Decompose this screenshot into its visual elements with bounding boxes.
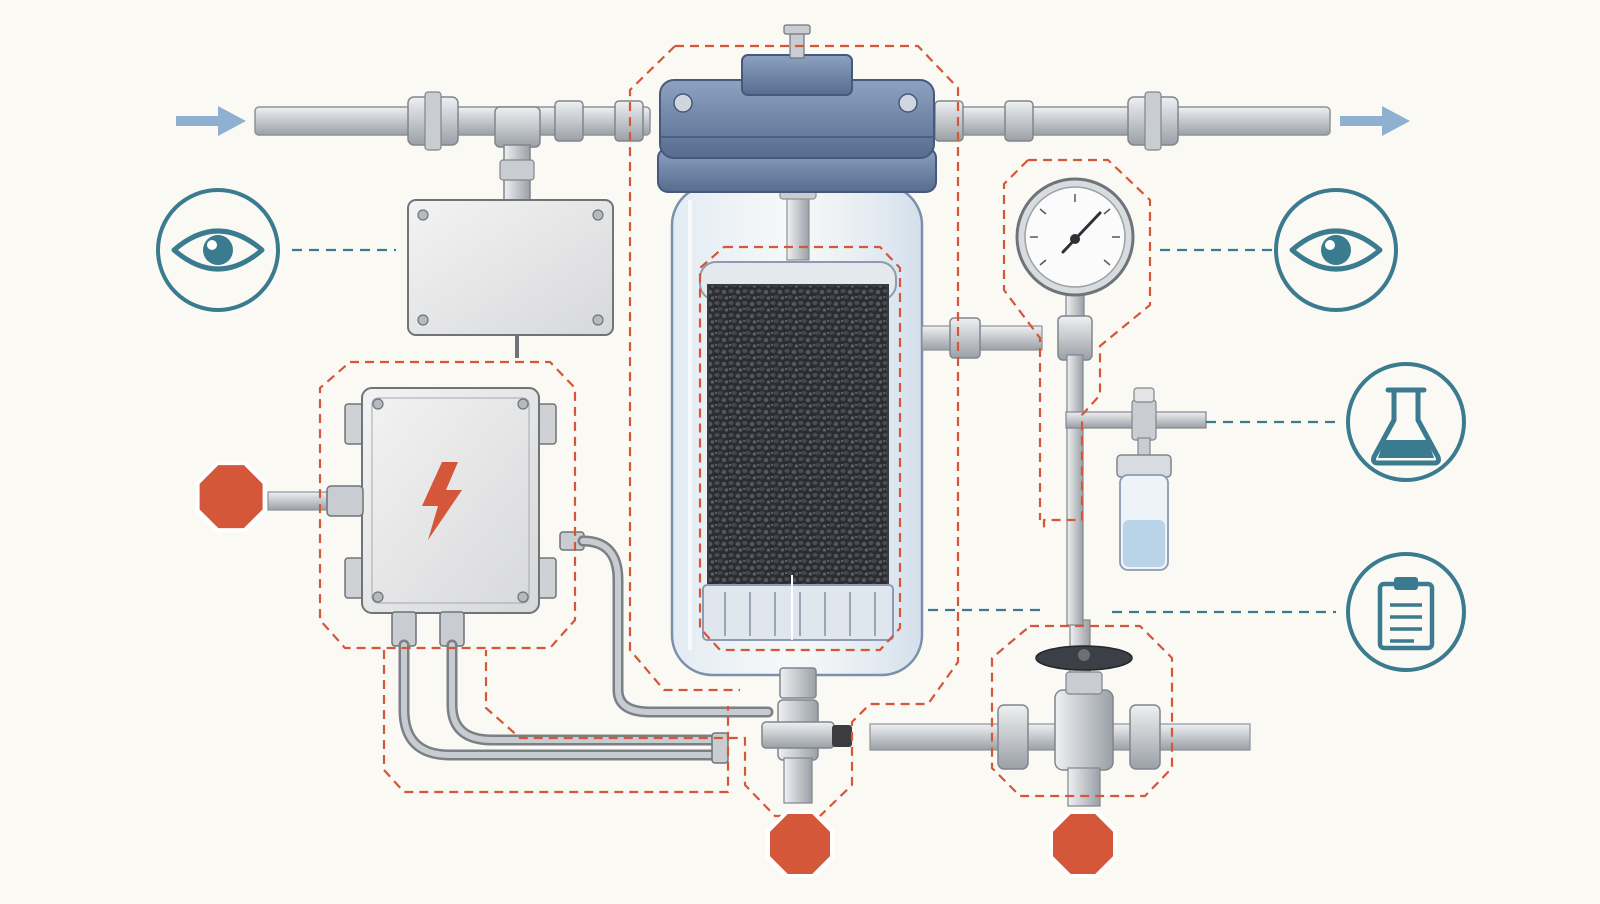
valve-boundary [990,624,1174,798]
hazard-drain [766,810,834,878]
lightning-bolt-icon [422,462,462,540]
sensor-box [407,199,614,358]
visual-inspection-right [1274,188,1398,312]
inlet-arrow [176,106,246,136]
cable-gland [326,485,364,517]
flask-icon [1371,387,1441,466]
outlet-arrow [1340,106,1410,136]
stop-octagon-icon [1049,810,1117,878]
inlet-coupling [554,100,584,142]
pressure-gauge [1015,177,1135,626]
housing-boundary [484,44,960,818]
eye-icon [171,228,265,272]
clipboard-icon [1377,577,1435,651]
main-pipeline [254,91,1331,206]
hazard-electrical [195,460,267,533]
electrical-enclosure [267,387,585,647]
filter-housing [657,24,1043,699]
stop-octagon-icon [195,460,267,533]
enclosure-boundary [318,360,577,650]
cartridge-boundary [698,245,902,652]
isolation-valve [869,619,1251,807]
sensor-tee-fitting [494,106,541,148]
carbon-media-icon [707,284,889,591]
visual-inspection-left [156,188,280,312]
drain-valve [761,699,852,804]
eye-icon [1289,228,1383,272]
flexible-conduits [398,535,774,764]
sample-vial-icon [1116,454,1172,571]
callout-lines [292,248,1336,614]
stop-octagon-icon [766,810,834,878]
lab-sampling [1346,362,1466,482]
outlet-coupling [1004,100,1034,142]
records-checklist [1346,552,1466,672]
hazard-valve [1049,810,1117,878]
gauge-needle [1061,211,1102,254]
sample-port [1065,387,1207,571]
carbon-cartridge [699,261,897,641]
boundary-lines [318,44,1174,818]
